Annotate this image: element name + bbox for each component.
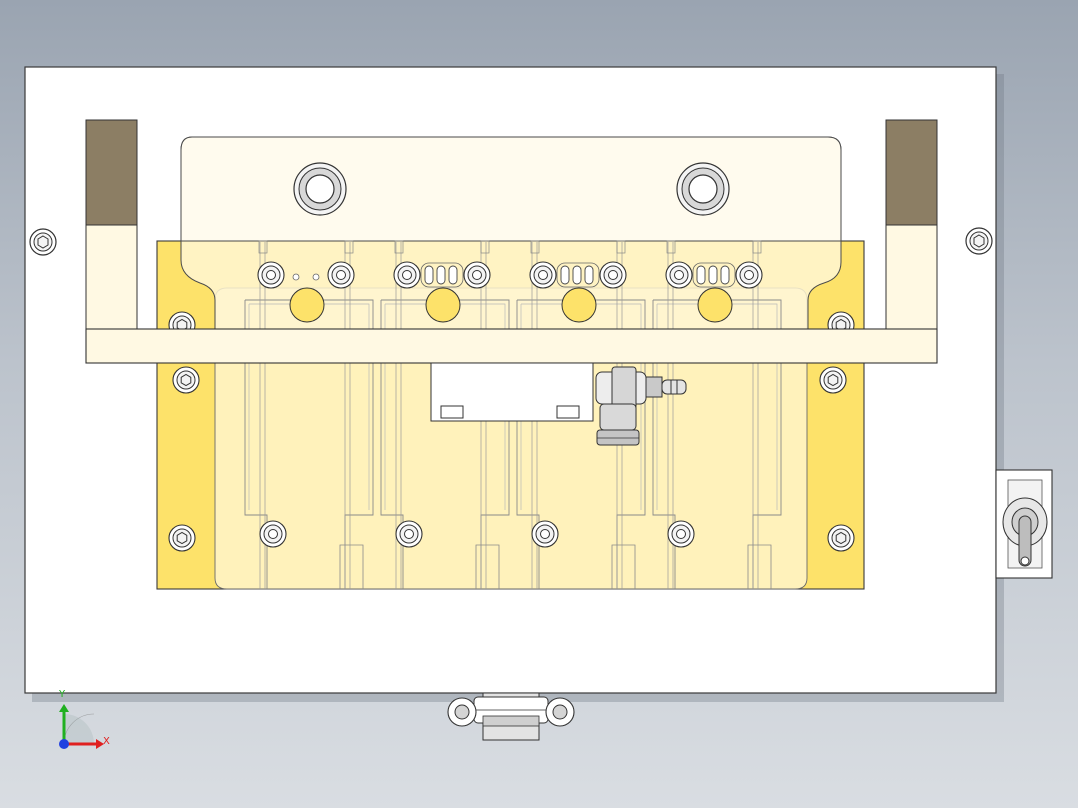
cavity-column	[516, 240, 646, 589]
axis-triad-icon: X Y	[58, 689, 110, 749]
triad-x-arrow	[96, 739, 104, 749]
slot-frame	[692, 262, 736, 288]
cavity-screw[interactable]	[259, 520, 287, 548]
cavity-column	[652, 240, 782, 589]
slot	[572, 265, 582, 285]
fixture-bolt[interactable]	[172, 366, 200, 394]
slot	[696, 265, 706, 285]
cover-plate-upper	[181, 137, 841, 241]
tab	[480, 240, 490, 254]
cavity-screw[interactable]	[395, 520, 423, 548]
tab	[394, 240, 404, 254]
cavity-screw[interactable]	[257, 261, 285, 289]
cavity-group	[244, 240, 782, 589]
cavity-screw[interactable]	[667, 520, 695, 548]
slot	[584, 265, 594, 285]
cylinder-block[interactable]	[430, 362, 594, 422]
cover-ring-left[interactable]	[293, 162, 347, 216]
slot	[560, 265, 570, 285]
pin-hole	[292, 273, 300, 281]
tab	[344, 240, 354, 254]
tab	[666, 240, 676, 254]
clamp-bar[interactable]	[85, 328, 938, 364]
fixture-bolt[interactable]	[827, 524, 855, 552]
slot	[448, 265, 458, 285]
cavity-screw[interactable]	[463, 261, 491, 289]
slot-frame	[556, 262, 600, 288]
cavity-screw[interactable]	[529, 261, 557, 289]
cavity-screw[interactable]	[327, 261, 355, 289]
cover-plate-outline	[180, 136, 842, 242]
slot-frame	[420, 262, 464, 288]
cavity-column	[244, 240, 374, 589]
slot	[424, 265, 434, 285]
slot	[436, 265, 446, 285]
right-post[interactable]	[885, 119, 938, 330]
tab	[752, 240, 762, 254]
cavity-screw[interactable]	[531, 520, 559, 548]
cavity-hole	[561, 287, 597, 323]
cavity-hole	[425, 287, 461, 323]
pneumatic-fitting-icon[interactable]	[595, 366, 687, 446]
base-bolt-left[interactable]	[29, 228, 57, 256]
cavity-screw[interactable]	[599, 261, 627, 289]
latch-icon[interactable]	[447, 692, 575, 741]
tab	[616, 240, 626, 254]
fixture-bolt[interactable]	[168, 524, 196, 552]
tab	[258, 240, 268, 254]
slot	[720, 265, 730, 285]
fixture-bolt[interactable]	[819, 366, 847, 394]
slot	[708, 265, 718, 285]
cavity-hole	[289, 287, 325, 323]
toggle-clamp-icon[interactable]	[995, 469, 1053, 579]
triad-z-axis	[59, 739, 69, 749]
tab	[530, 240, 540, 254]
base-bolt-right[interactable]	[965, 227, 993, 255]
triad-x-label: X	[103, 736, 110, 747]
cavity-screw[interactable]	[393, 261, 421, 289]
triad-y-arrow	[59, 704, 69, 712]
pin-hole	[312, 273, 320, 281]
cavity-hole	[697, 287, 733, 323]
cavity-screw[interactable]	[665, 261, 693, 289]
cavity-screw[interactable]	[735, 261, 763, 289]
left-post[interactable]	[85, 119, 138, 330]
cover-ring-right[interactable]	[676, 162, 730, 216]
triad-y-label: Y	[58, 689, 66, 700]
